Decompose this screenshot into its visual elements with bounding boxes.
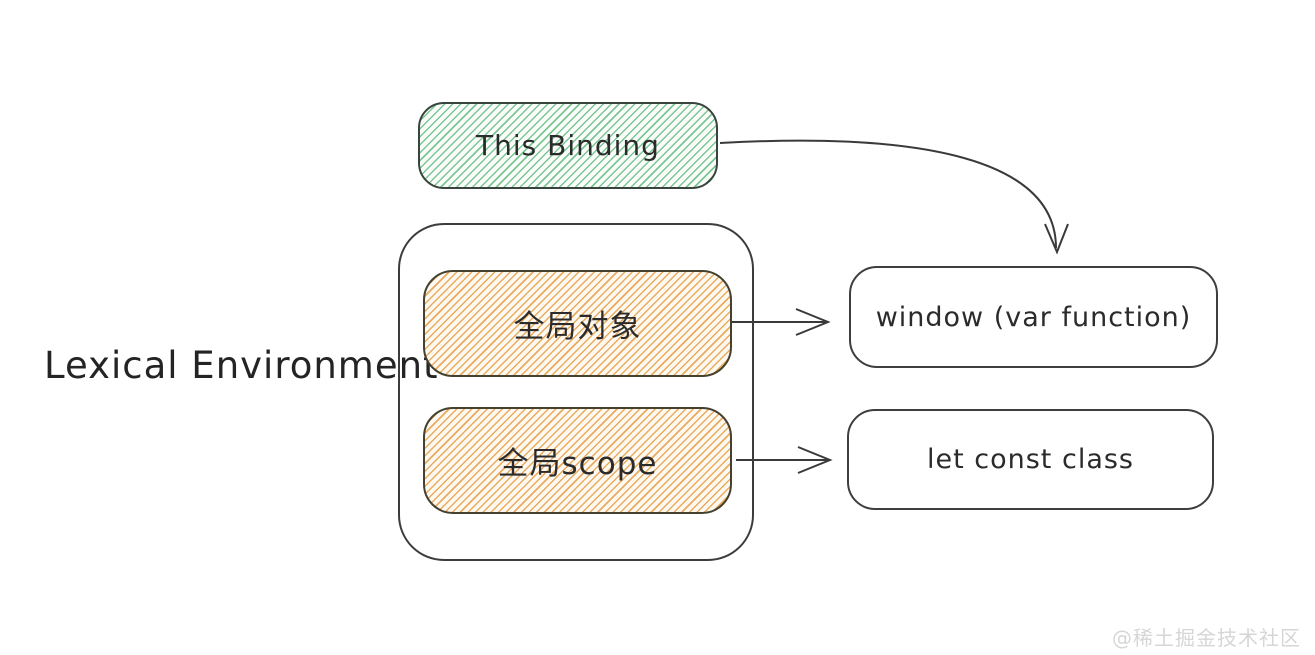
lexical-environment-label: Lexical Environment [44,344,439,387]
global-scope-label: 全局scope [497,446,658,482]
let-const-class-label: let const class [926,444,1135,475]
lexical-environment-container [398,223,754,561]
global-object-label: 全局对象 [513,309,642,345]
global-object-node: 全局对象 [423,270,732,377]
global-scope-node: 全局scope [423,407,732,514]
this-binding-node: This Binding [418,102,718,189]
let-const-class-node: let const class [847,409,1214,510]
window-var-function-node: window (var function) [849,266,1218,368]
window-var-function-label: window (var function) [875,301,1192,333]
watermark: @稀土掘金技术社区 [1112,626,1301,650]
arrow-this-binding-to-window [719,139,1069,255]
this-binding-label: This Binding [476,129,660,162]
